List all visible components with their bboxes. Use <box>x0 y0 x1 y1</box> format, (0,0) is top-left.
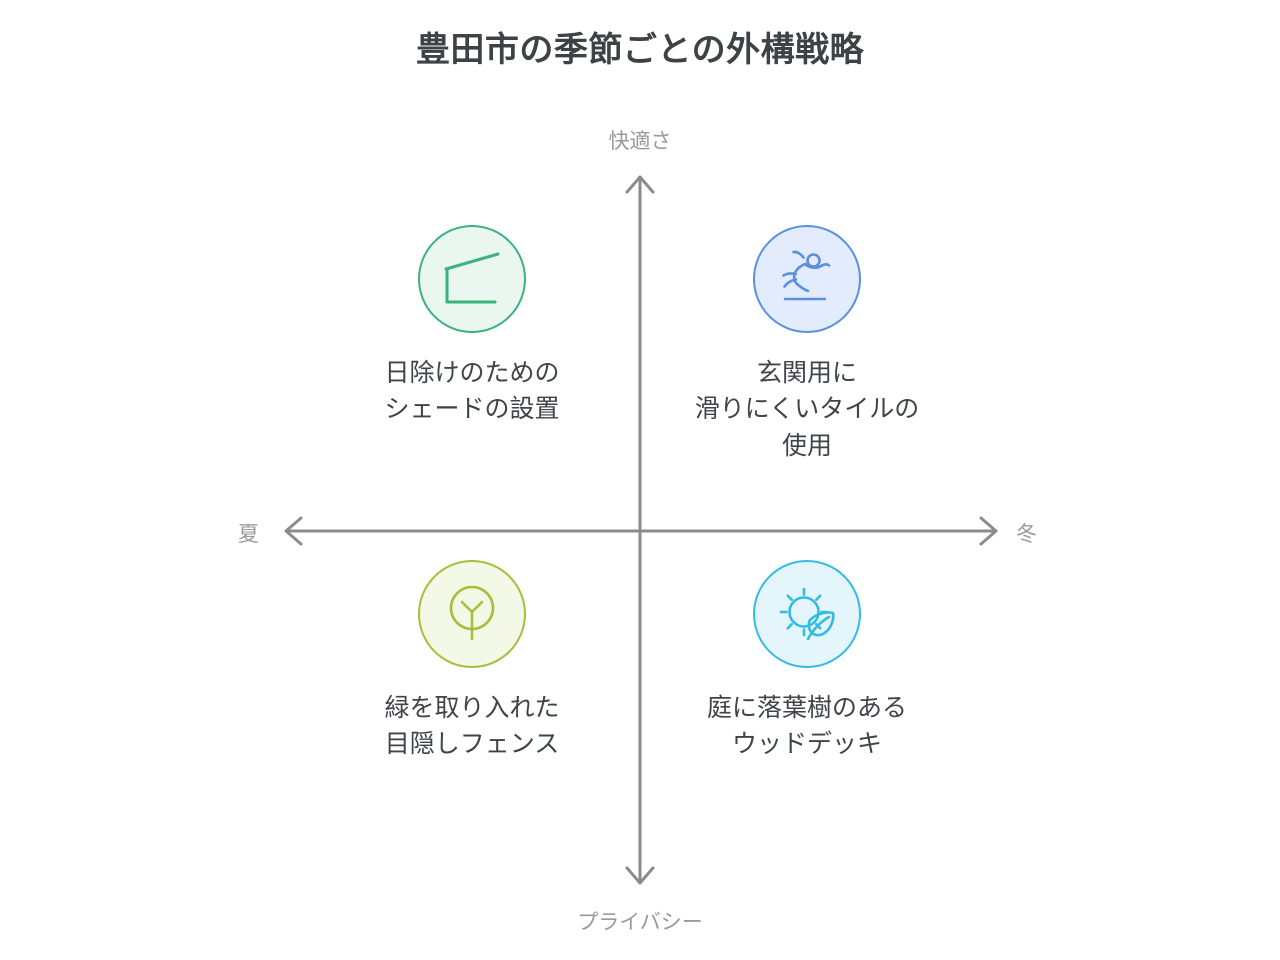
quadrant-label-bottom-right: 庭に落葉樹のある ウッドデッキ <box>706 694 907 759</box>
tree-glyph <box>449 585 495 641</box>
sun-leaf-icon <box>779 587 835 641</box>
leaf-glyph <box>806 611 835 641</box>
awning-shade-icon <box>444 252 500 304</box>
quadrant-item-bottom-right[interactable]: 庭に落葉樹のある ウッドデッキ <box>627 560 987 763</box>
quadrant-label-top-right: 玄関用に 滑りにくいタイルの 使用 <box>694 359 920 460</box>
quadrant-label-bottom-left: 緑を取り入れた 目隠しフェンス <box>384 694 560 759</box>
icon-circle-bottom-right <box>753 560 861 668</box>
person-slipping-glyph <box>782 250 831 301</box>
axis-label-right: 冬 <box>1016 523 1037 546</box>
quadrant-item-bottom-left[interactable]: 緑を取り入れた 目隠しフェンス <box>292 560 652 763</box>
icon-circle-bottom-left <box>418 560 526 668</box>
axis-label-top: 快適さ <box>608 130 672 153</box>
person-slipping-icon <box>782 250 831 301</box>
axis-label-left: 夏 <box>238 523 259 546</box>
axis-label-bottom: プライバシー <box>577 911 703 934</box>
sun-glyph <box>779 587 829 637</box>
quadrant-label-top-left: 日除けのための シェードの設置 <box>384 359 560 424</box>
page-title: 豊田市の季節ごとの外構戦略 <box>415 31 865 69</box>
icon-circle-top-left <box>418 225 526 333</box>
icon-circle-top-right <box>753 225 861 333</box>
quadrant-item-top-left[interactable]: 日除けのための シェードの設置 <box>292 225 652 428</box>
tree-icon <box>449 585 495 641</box>
quadrant-item-top-right[interactable]: 玄関用に 滑りにくいタイルの 使用 <box>627 225 987 464</box>
awning-shade-glyph <box>444 252 500 304</box>
